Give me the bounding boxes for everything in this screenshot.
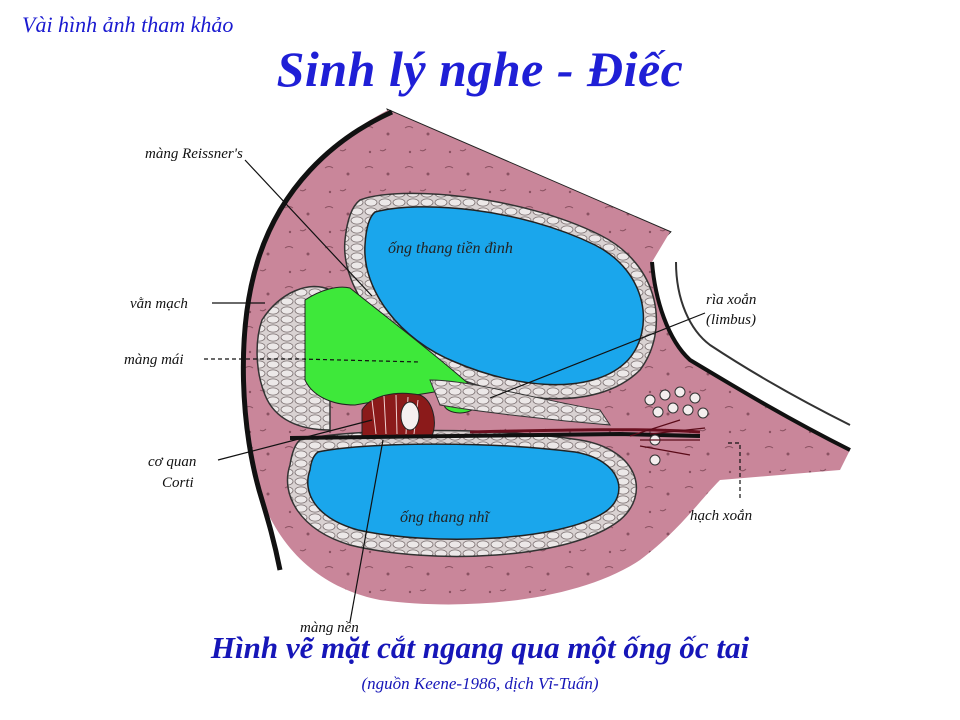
label-ong-thang-nhi: ống thang nhĩ (400, 509, 490, 526)
page-title: Sinh lý nghe - Điếc (276, 41, 684, 97)
label-mang-nen: màng nền (300, 620, 359, 636)
label-reissner: màng Reissner's (145, 146, 243, 162)
organ-of-corti (361, 392, 435, 437)
leader-hach-xoan (728, 442, 741, 500)
outer-edge (240, 109, 394, 571)
top-note: Vài hình ảnh tham khảo (22, 12, 234, 37)
leader-mang-mai (204, 358, 421, 363)
scala-vestibuli (364, 206, 645, 386)
label-limbus: (limbus) (706, 312, 756, 328)
label-mang-mai: màng mái (124, 352, 184, 368)
figure-source: (nguồn Keene-1986, dịch Vĩ-Tuấn) (361, 674, 599, 693)
figure-caption: Hình vẽ mặt cắt ngang qua một ống ốc tai (210, 630, 750, 665)
leader-mang-nen (349, 439, 384, 623)
label-co-quan: cơ quan (148, 454, 196, 470)
label-corti: Corti (162, 475, 194, 491)
leader-reissner (244, 159, 373, 297)
label-ong-thang-tien-dinh: ống thang tiền đình (388, 240, 513, 257)
spiral-ganglion (629, 386, 709, 466)
basilar-membrane (289, 431, 701, 440)
label-hach-xoan: hạch xoắn (690, 508, 752, 524)
scala-tympani (307, 443, 620, 540)
limbus (429, 379, 611, 426)
leader-corti (217, 419, 373, 461)
label-van-mach: vằn mạch (130, 296, 188, 312)
leader-ria-xoan (489, 312, 706, 399)
label-ria-xoan: rìa xoắn (706, 292, 756, 308)
